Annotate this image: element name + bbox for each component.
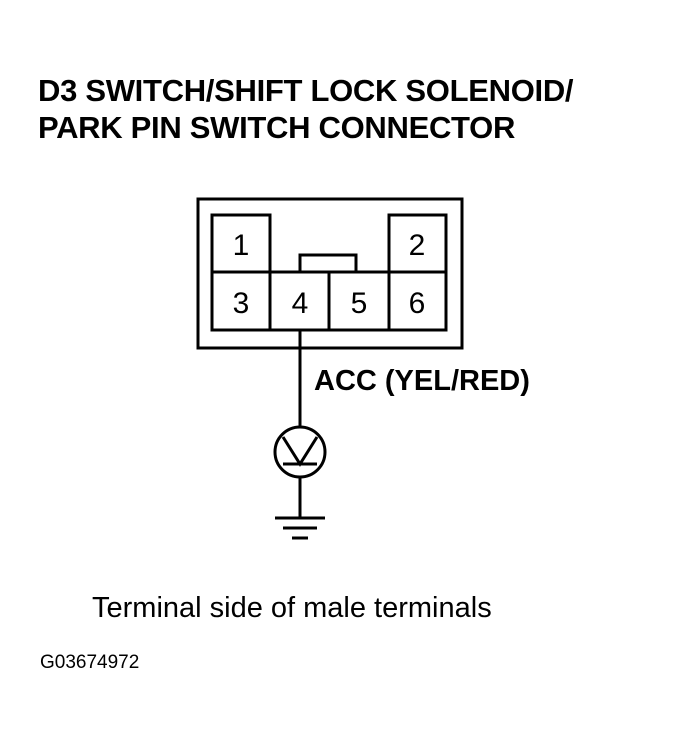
pin-label-6: 6 [409,287,426,320]
pin-label-4: 4 [292,287,309,320]
locking-tab [298,253,358,272]
pin-label-3: 3 [233,287,250,320]
pin-label-1: 1 [233,229,250,262]
diagram-title: D3 SWITCH/SHIFT LOCK SOLENOID/ PARK PIN … [38,72,574,146]
pin-label-2: 2 [409,229,426,262]
diagram-caption: Terminal side of male terminals [92,592,492,624]
figure-id: G03674972 [40,652,140,673]
title-line-1: D3 SWITCH/SHIFT LOCK SOLENOID/ [38,73,574,108]
title-line-2: PARK PIN SWITCH CONNECTOR [38,110,516,145]
pin-label-5: 5 [351,287,368,320]
pin-cell-6 [387,270,448,332]
ground-icon [275,516,325,540]
voltmeter-icon [273,425,327,479]
wire-label: ACC (YEL/RED) [314,365,530,397]
connector-housing [196,197,464,350]
